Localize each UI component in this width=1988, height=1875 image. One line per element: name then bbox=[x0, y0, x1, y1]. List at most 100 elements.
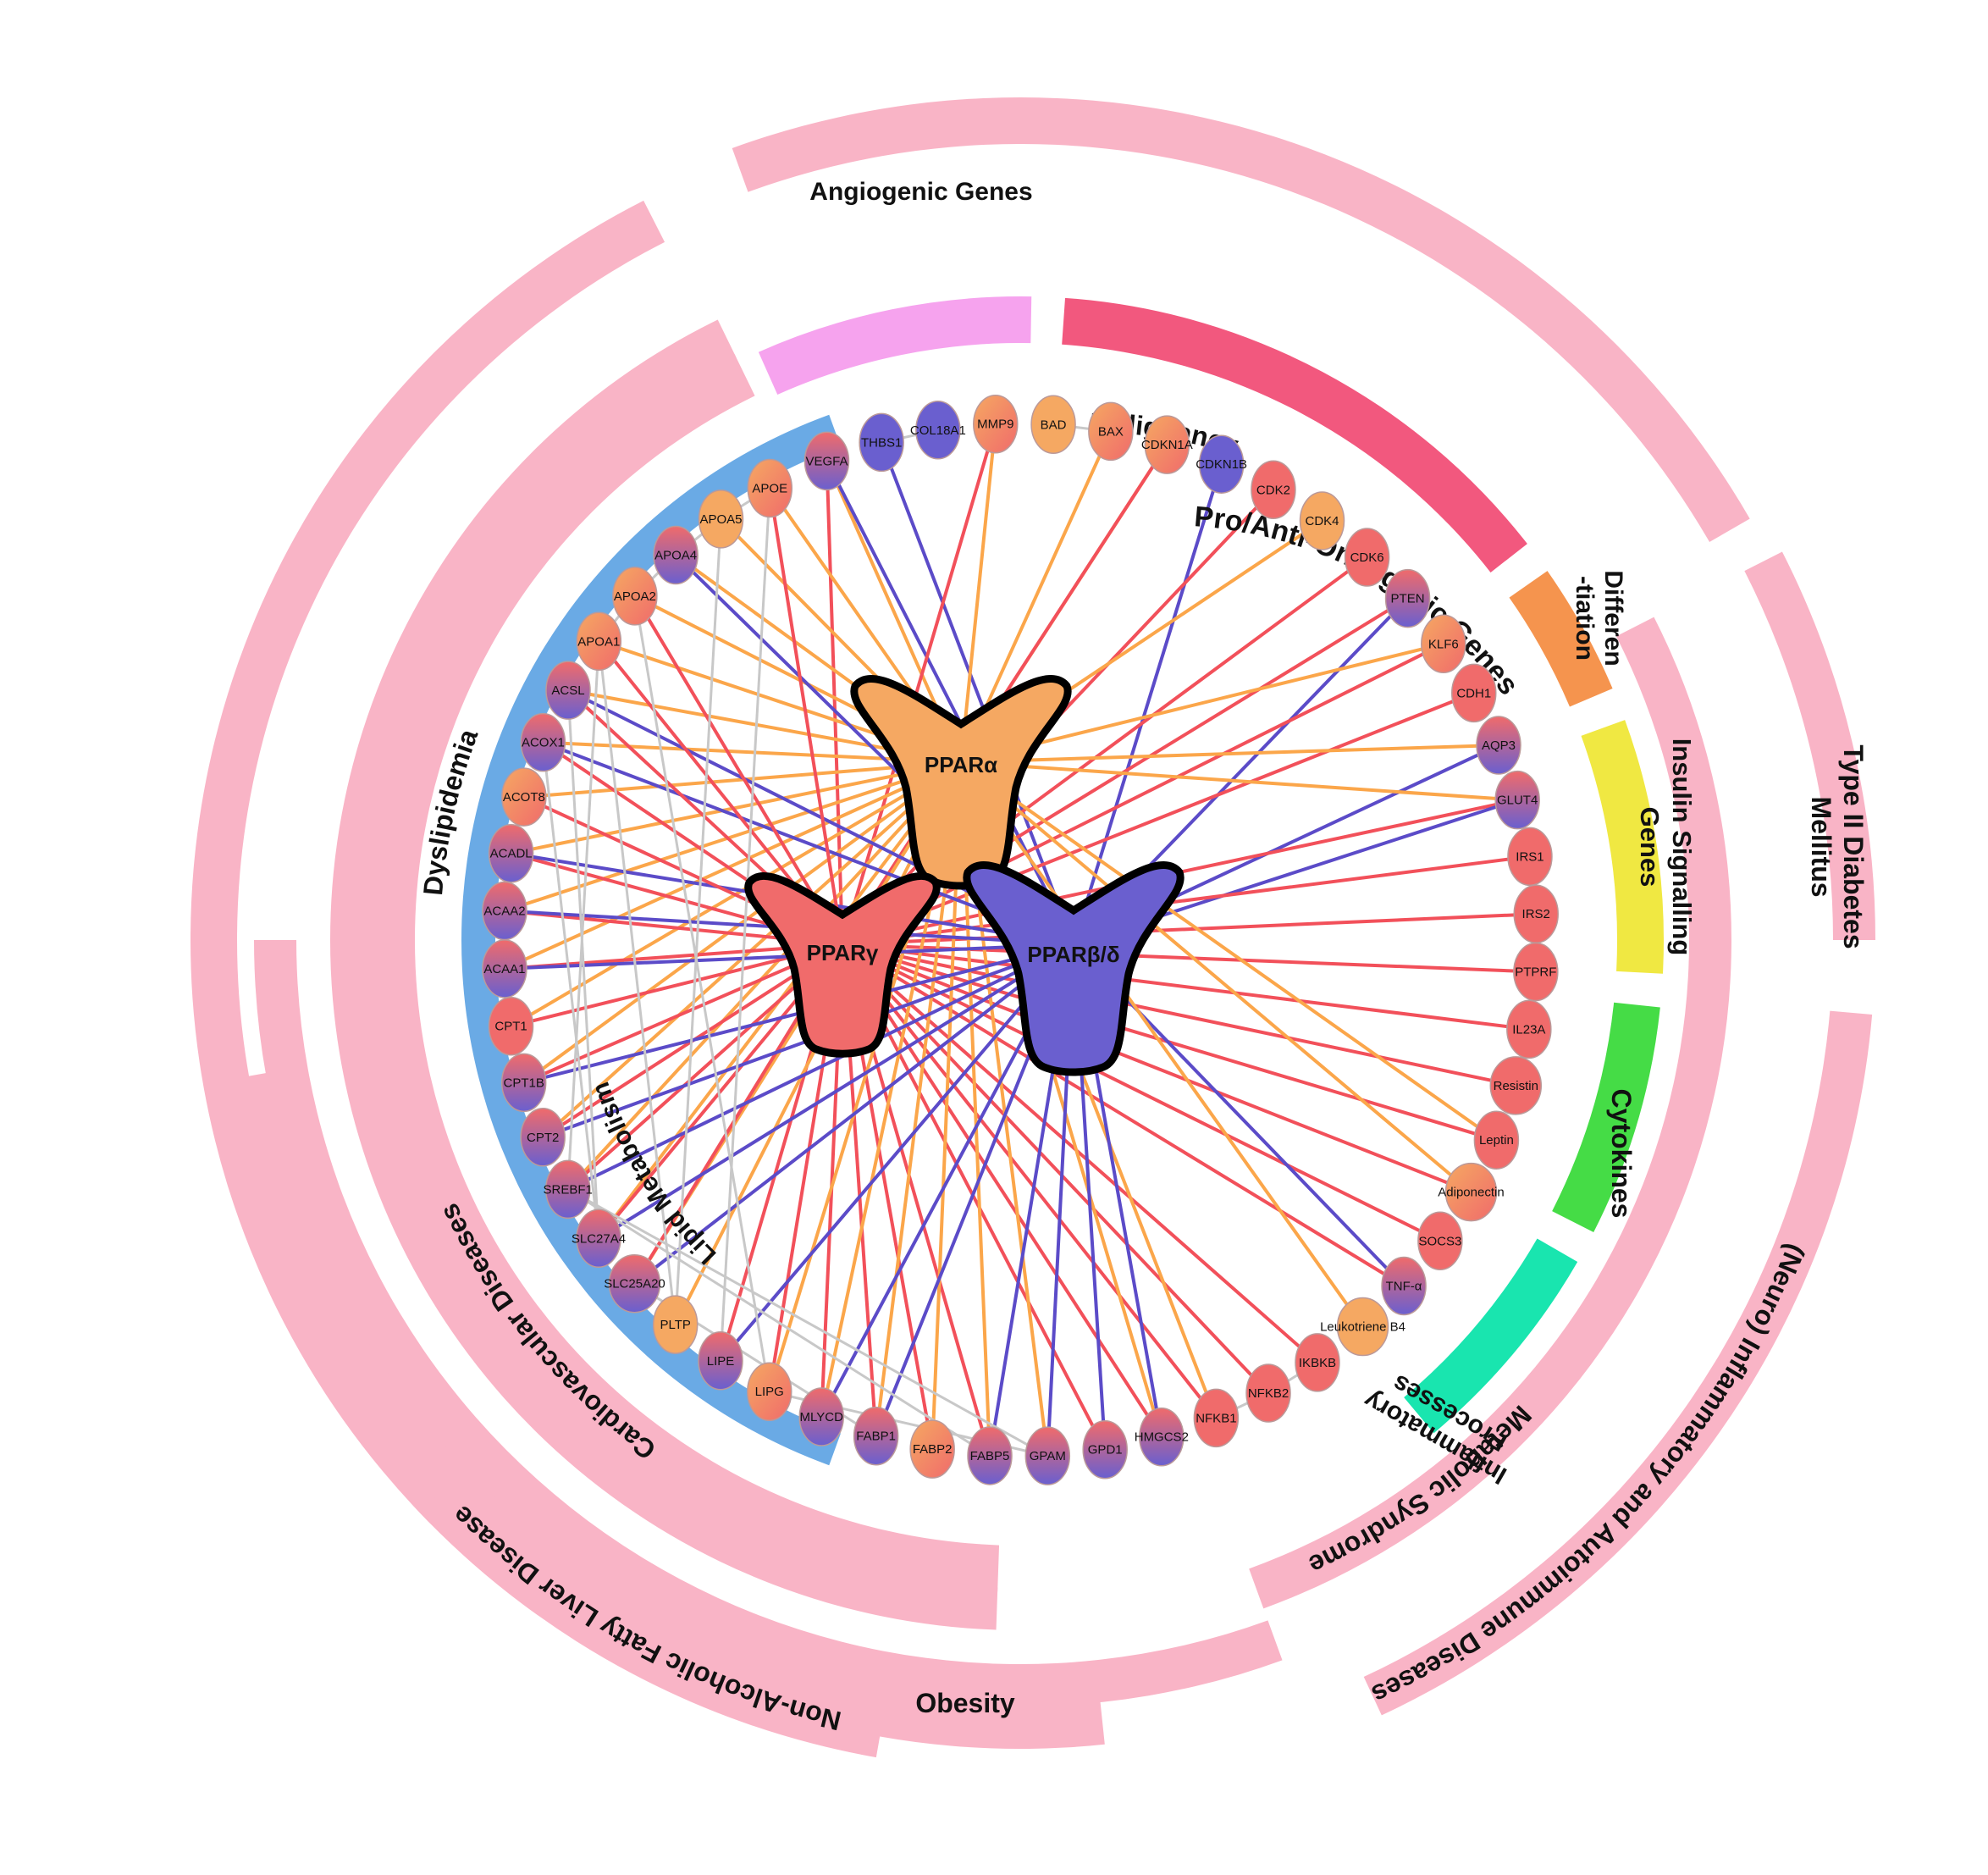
label-type2-diabetes: Type II Diabetes Mellitus bbox=[1806, 744, 1869, 949]
gene-node-pltp[interactable]: PLTP bbox=[652, 1295, 699, 1354]
gene-node-cdk4[interactable]: CDK4 bbox=[1299, 491, 1345, 550]
gene-label: BAD bbox=[1041, 418, 1067, 432]
gene-node-tnf-[interactable]: TNF-α bbox=[1381, 1256, 1427, 1316]
gene-node-acadl[interactable]: ACADL bbox=[488, 823, 534, 883]
gene-ellipse bbox=[500, 1053, 547, 1113]
gene-node-mmp9[interactable]: MMP9 bbox=[973, 394, 1019, 454]
gene-node-acaa1[interactable]: ACAA1 bbox=[482, 939, 527, 998]
gene-node-cpt1b[interactable]: CPT1B bbox=[500, 1053, 547, 1113]
edge-a-Leukotriene B4 bbox=[959, 761, 1365, 1328]
edge-a-SREBF1 bbox=[566, 761, 963, 1191]
gene-node-lipe[interactable]: LIPE bbox=[698, 1331, 743, 1391]
gene-node-cdkn1b[interactable]: CDKN1B bbox=[1196, 434, 1247, 494]
gene-node-slc25a20[interactable]: SLC25A20 bbox=[604, 1253, 665, 1314]
gene-node-acox1[interactable]: ACOX1 bbox=[520, 712, 566, 772]
gene-node-acot8[interactable]: ACOT8 bbox=[501, 767, 547, 827]
edge-g-TNF-α bbox=[841, 943, 1405, 1288]
band-inflammatory bbox=[1404, 1238, 1578, 1434]
gene-node-adiponectin[interactable]: Adiponectin bbox=[1438, 1162, 1505, 1222]
gene-ellipse bbox=[1344, 528, 1390, 587]
gene-node-cpt2[interactable]: CPT2 bbox=[520, 1108, 566, 1167]
gene-node-cdkn1a[interactable]: CDKN1A bbox=[1141, 415, 1193, 474]
gene-node-srebf1[interactable]: SREBF1 bbox=[544, 1159, 593, 1220]
gene-node-ptprf[interactable]: PTPRF bbox=[1513, 942, 1559, 1002]
gene-label: MLYCD bbox=[800, 1410, 844, 1424]
gene-label: Leptin bbox=[1479, 1133, 1514, 1148]
gene-node-thbs1[interactable]: THBS1 bbox=[859, 412, 904, 473]
gene-label: NFKB2 bbox=[1248, 1386, 1289, 1401]
gene-node-leptin[interactable]: Leptin bbox=[1473, 1110, 1520, 1170]
gene-ellipse bbox=[1336, 1297, 1389, 1357]
gene-label: PLTP bbox=[660, 1318, 690, 1332]
gene-label: LIPG bbox=[755, 1385, 784, 1399]
gene-label: ACOT8 bbox=[503, 790, 545, 805]
svg-text:Type II Diabetes: Type II Diabetes bbox=[1838, 744, 1869, 949]
gene-label: Adiponectin bbox=[1438, 1186, 1504, 1200]
gene-node-irs2[interactable]: IRS2 bbox=[1513, 884, 1559, 943]
gene-node-apoa2[interactable]: APOA2 bbox=[612, 567, 658, 626]
gene-label: CPT1 bbox=[494, 1020, 527, 1034]
gene-node-acsl[interactable]: ACSL bbox=[545, 661, 591, 720]
gene-node-lipg[interactable]: LIPG bbox=[747, 1362, 792, 1421]
band-nafld-outer bbox=[224, 1072, 1105, 1749]
edge-d-LIPE bbox=[719, 943, 1075, 1363]
gene-node-aqp3[interactable]: AQP3 bbox=[1476, 716, 1521, 775]
gene-label: APOA1 bbox=[577, 634, 620, 649]
gene-node-klf6[interactable]: KLF6 bbox=[1421, 614, 1466, 674]
gene-node-nfkb1[interactable]: NFKB1 bbox=[1193, 1388, 1240, 1448]
gene-node-nfkb2[interactable]: NFKB2 bbox=[1245, 1363, 1291, 1423]
gene-ellipse bbox=[1513, 942, 1559, 1002]
gene-node-fabp2[interactable]: FABP2 bbox=[909, 1419, 955, 1479]
gene-ellipse bbox=[1245, 1363, 1291, 1423]
gene-node-cdk6[interactable]: CDK6 bbox=[1344, 528, 1390, 587]
gene-label: PTEN bbox=[1391, 592, 1425, 606]
svg-text:Cytokines: Cytokines bbox=[1606, 1089, 1637, 1219]
gene-link-APOA2-LIPG bbox=[633, 595, 771, 1392]
gene-node-apoa4[interactable]: APOA4 bbox=[653, 525, 699, 585]
gene-label: THBS1 bbox=[861, 435, 902, 450]
gene-ellipse bbox=[1473, 1110, 1520, 1170]
gene-ellipse bbox=[1295, 1333, 1340, 1392]
ppar-alpha-node[interactable]: PPARα bbox=[850, 675, 1072, 890]
gene-node-vegfa[interactable]: VEGFA bbox=[803, 431, 850, 491]
gene-node-fabp1[interactable]: FABP1 bbox=[853, 1406, 899, 1466]
ppar-delta-node[interactable]: PPARβ/δ bbox=[963, 861, 1185, 1076]
gene-node-gpam[interactable]: GPAM bbox=[1024, 1426, 1071, 1485]
gene-node-col18a1[interactable]: COL18A1 bbox=[910, 401, 966, 460]
gene-node-apoe[interactable]: APOE bbox=[747, 458, 793, 518]
gene-node-fabp5[interactable]: FABP5 bbox=[967, 1426, 1013, 1485]
gene-node-bad[interactable]: BAD bbox=[1030, 395, 1076, 455]
gene-label: GLUT4 bbox=[1497, 794, 1538, 808]
gene-node-ikbkb[interactable]: IKBKB bbox=[1295, 1333, 1340, 1392]
gene-node-cdk2[interactable]: CDK2 bbox=[1251, 460, 1296, 520]
gene-node-resistin[interactable]: Resistin bbox=[1489, 1056, 1543, 1115]
gene-node-apoa5[interactable]: APOA5 bbox=[698, 489, 744, 549]
gene-node-cdh1[interactable]: CDH1 bbox=[1451, 663, 1497, 723]
gene-label: FABP2 bbox=[913, 1442, 953, 1457]
gene-node-gpd1[interactable]: GPD1 bbox=[1082, 1419, 1128, 1480]
gene-node-socs3[interactable]: SOCS3 bbox=[1417, 1211, 1463, 1271]
gene-node-cpt1[interactable]: CPT1 bbox=[488, 996, 534, 1056]
gene-node-bax[interactable]: BAX bbox=[1088, 401, 1134, 462]
gene-ellipse bbox=[1144, 415, 1190, 474]
gene-node-glut4[interactable]: GLUT4 bbox=[1494, 770, 1540, 830]
gene-ellipse bbox=[798, 1387, 844, 1446]
gene-node-acaa2[interactable]: ACAA2 bbox=[482, 881, 527, 941]
gene-node-leukotriene-b4[interactable]: Leukotriene B4 bbox=[1320, 1297, 1405, 1357]
gene-node-slc27a4[interactable]: SLC27A4 bbox=[572, 1209, 626, 1269]
gene-node-mlycd[interactable]: MLYCD bbox=[798, 1387, 844, 1446]
gene-ellipse bbox=[488, 996, 534, 1056]
gene-node-hmgcs2[interactable]: HMGCS2 bbox=[1135, 1407, 1189, 1467]
gene-node-apoa1[interactable]: APOA1 bbox=[576, 611, 622, 672]
gene-ellipse bbox=[576, 611, 622, 672]
gene-label: CPT2 bbox=[527, 1131, 559, 1145]
gene-node-pten[interactable]: PTEN bbox=[1384, 568, 1431, 628]
gene-ellipse bbox=[747, 1362, 792, 1421]
gene-ellipse bbox=[747, 458, 793, 518]
svg-text:Genes: Genes bbox=[1635, 807, 1665, 888]
gene-node-il23a[interactable]: IL23A bbox=[1506, 999, 1552, 1059]
band-malignancy bbox=[732, 97, 1750, 543]
gene-node-irs1[interactable]: IRS1 bbox=[1507, 827, 1553, 887]
ppar-gamma-node[interactable]: PPARγ bbox=[744, 871, 941, 1058]
label-angiogenic: Angiogenic Genes bbox=[809, 178, 1032, 206]
